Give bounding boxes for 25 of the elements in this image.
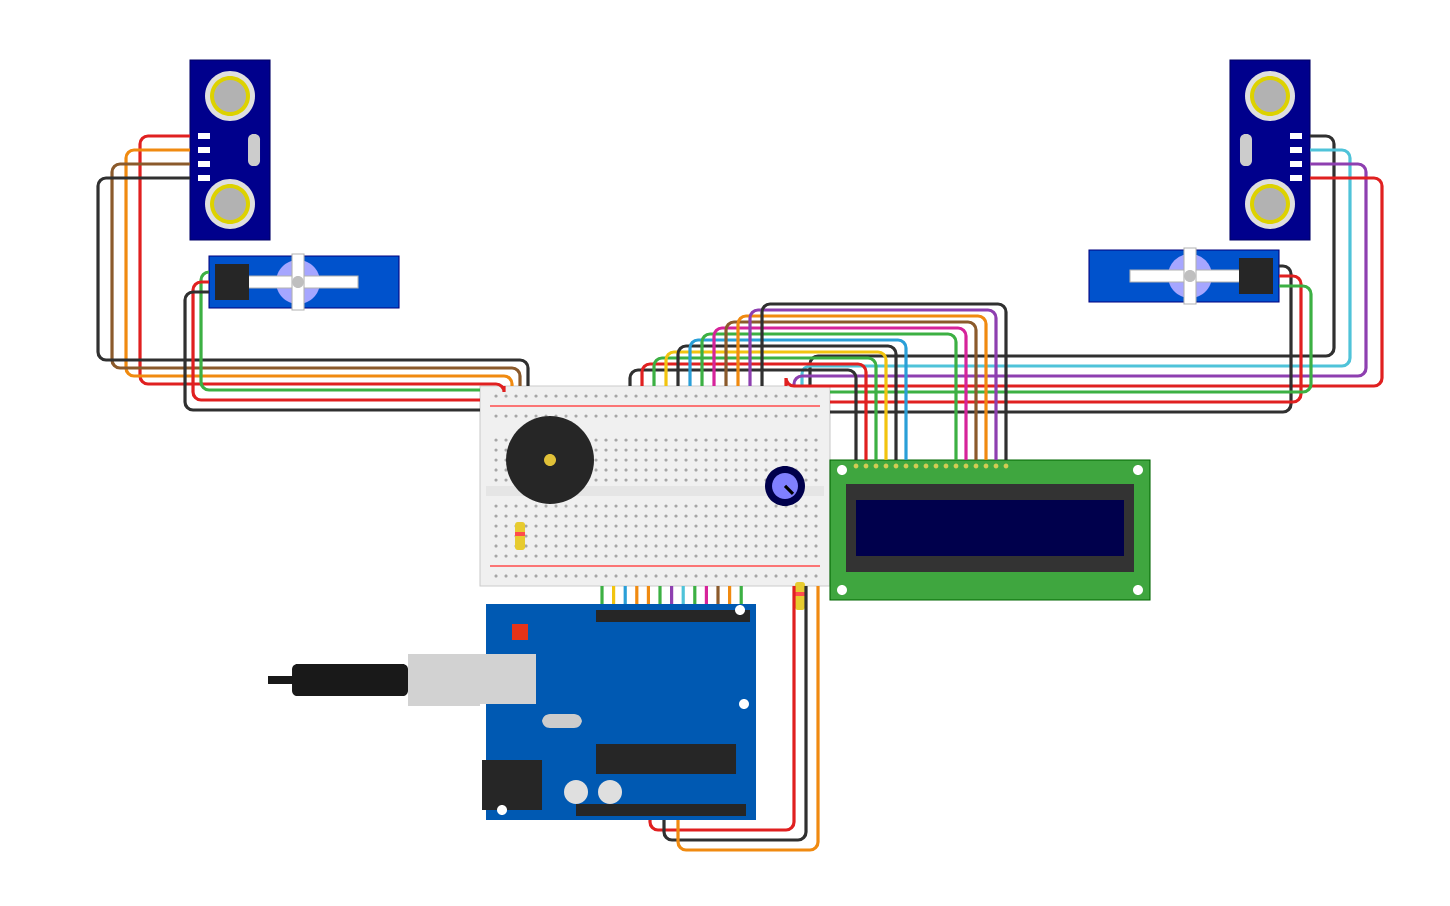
wire — [670, 586, 674, 604]
ultrasonic-sensor-drawing — [1229, 59, 1311, 241]
microcontroller-board-drawing — [480, 604, 756, 820]
wire — [612, 586, 616, 604]
servo-motor-drawing — [1088, 247, 1280, 305]
usb-cable-drawing — [268, 654, 480, 706]
wire — [739, 586, 743, 604]
wire — [728, 586, 732, 604]
servo-motor-drawing — [208, 253, 400, 311]
wire — [662, 586, 808, 842]
wire — [681, 586, 685, 604]
buzzer-drawing — [506, 416, 594, 504]
wire — [676, 586, 820, 852]
wire — [623, 586, 627, 604]
wire — [658, 586, 662, 604]
wire — [600, 586, 604, 604]
wire — [635, 586, 639, 604]
wire — [693, 586, 697, 604]
lcd-display-drawing — [829, 459, 1151, 601]
potentiometer-drawing — [765, 466, 805, 506]
wire — [648, 586, 796, 832]
ultrasonic-sensor-drawing — [189, 59, 271, 241]
wire — [646, 586, 650, 604]
wire — [704, 586, 708, 604]
wire — [716, 586, 720, 604]
